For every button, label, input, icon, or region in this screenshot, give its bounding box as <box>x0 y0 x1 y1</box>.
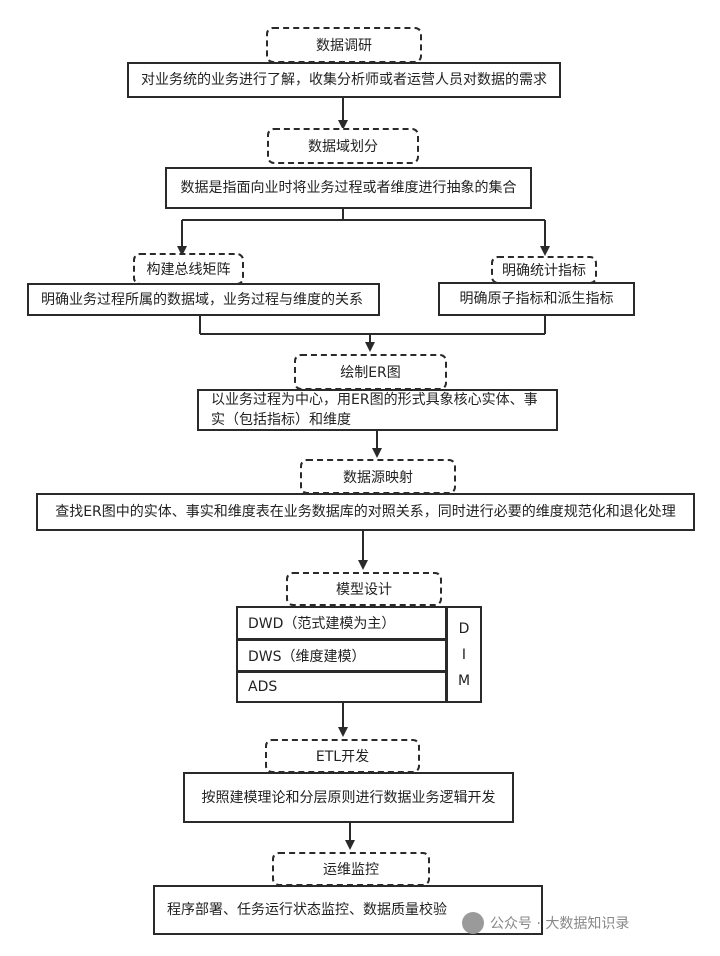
step-etl-title: ETL开发 <box>265 739 420 773</box>
step-er-desc-line-1: 以业务过程为中心，用ER图的形式具象核心实体、事 <box>211 392 538 408</box>
layer-dws: DWS（维度建模） <box>236 639 447 672</box>
dim-letter-d: D <box>458 620 470 637</box>
step-ops-title: 运维监控 <box>272 852 430 886</box>
step-model-title: 模型设计 <box>286 572 442 606</box>
layer-ads: ADS <box>236 671 447 703</box>
dim-letter-i: I <box>461 646 467 663</box>
step-ops-desc: 程序部署、任务运行状态监控、数据质量校验 <box>153 885 543 935</box>
layer-dwd: DWD（范式建模为主） <box>236 606 447 640</box>
step-bus-matrix-title: 构建总线矩阵 <box>133 253 244 285</box>
step-research-title: 数据调研 <box>266 27 422 63</box>
wechat-icon <box>462 912 484 934</box>
dim-letter-m: M <box>457 672 471 689</box>
step-mapping-desc: 查找ER图中的实体、事实和维度表在业务数据库的对照关系，同时进行必要的维度规范化… <box>36 493 695 531</box>
step-mapping-title: 数据源映射 <box>300 459 456 494</box>
step-er-title: 绘制ER图 <box>294 354 447 390</box>
step-research-desc: 对业务统的业务进行了解，收集分析师或者运营人员对数据的需求 <box>127 62 561 98</box>
step-domain-desc: 数据是指面向业时将业务过程或者维度进行抽象的集合 <box>165 167 532 209</box>
watermark: 公众号 · 大数据知识录 <box>462 912 629 934</box>
step-er-desc: 以业务过程为中心，用ER图的形式具象核心实体、事 实（包括指标）和维度 <box>197 389 558 431</box>
step-er-desc-line-2: 实（包括指标）和维度 <box>211 412 351 428</box>
step-metrics-desc: 明确原子指标和派生指标 <box>438 282 635 316</box>
step-domain-title: 数据域划分 <box>267 128 419 164</box>
dim-layer: D I M <box>446 606 482 703</box>
step-etl-desc: 按照建模理论和分层原则进行数据业务逻辑开发 <box>183 772 514 823</box>
watermark-text: 公众号 · 大数据知识录 <box>490 916 630 932</box>
step-bus-matrix-desc: 明确业务过程所属的数据域，业务过程与维度的关系 <box>27 283 380 316</box>
step-metrics-title: 明确统计指标 <box>491 256 597 284</box>
